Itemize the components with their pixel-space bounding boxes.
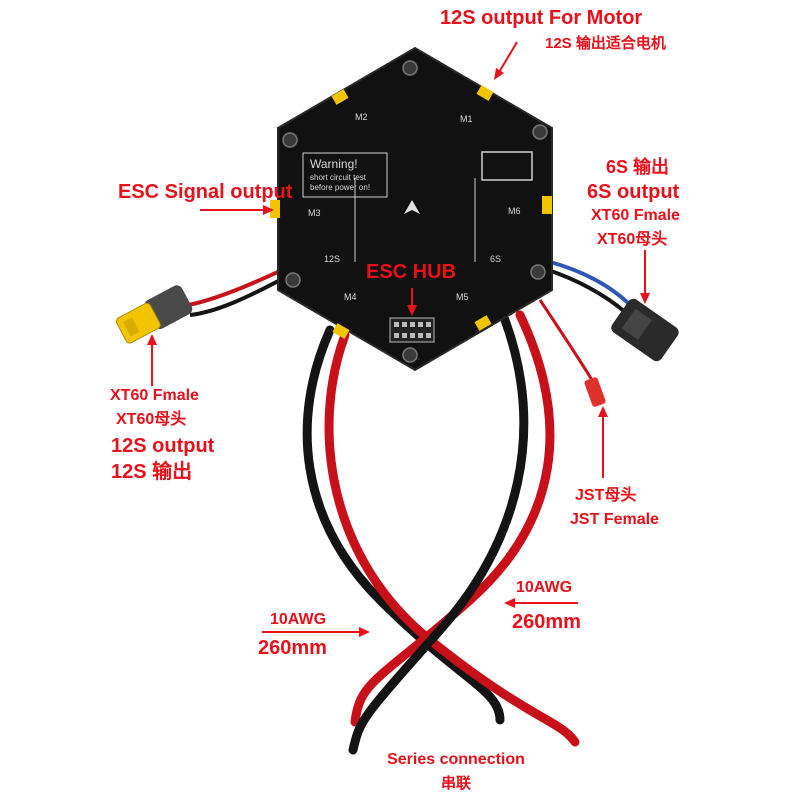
signal-header: [389, 317, 435, 343]
motor-label-m4: M4: [344, 292, 357, 302]
warning-line-1: short circuit test: [310, 173, 367, 182]
board-silkscreen: Warning! short circuit test before power…: [302, 112, 533, 302]
direction-arrow-icon: [404, 200, 420, 214]
six-s-xt60-label-cn: XT60母头: [597, 231, 668, 248]
left-12s-output-label: 12S output: [111, 435, 215, 457]
voltage-label-12s: 12S: [324, 254, 340, 264]
motor-label-m2: M2: [355, 112, 368, 122]
right-wire-gauge-label: 10AWG: [516, 579, 573, 596]
mounting-holes: [282, 60, 548, 363]
left-xt60-lead: [115, 268, 285, 344]
label-box: [481, 151, 533, 181]
black-wire-left: [302, 325, 505, 725]
jst-female-label-cn: JST母头: [575, 487, 637, 504]
series-connection-label-cn: 串联: [440, 775, 472, 792]
jst-lead: [538, 299, 606, 407]
left-12s-output-label-cn: 12S 输出: [111, 461, 193, 483]
right-6s-lead: [547, 260, 679, 362]
six-s-output-label: 6S output: [587, 181, 680, 203]
main-wires: [302, 310, 580, 755]
six-s-xt60-label: XT60 Fmale: [591, 207, 680, 224]
jst-connector: [584, 377, 606, 407]
red-wire-right: [350, 310, 555, 727]
red-wire-left: [324, 330, 580, 747]
six-s-output-label-cn: 6S 输出: [606, 157, 670, 177]
jst-female-label: JST Female: [570, 511, 659, 528]
motor-label-m6: M6: [508, 206, 521, 216]
left-xt60-label: XT60 Fmale: [110, 387, 199, 404]
motor-output-label-cn: 12S 输出适合电机: [545, 35, 666, 52]
series-connection-label: Series connection: [387, 751, 525, 768]
warning-title: Warning!: [310, 157, 358, 171]
right-wire-length-label: 260mm: [512, 611, 581, 633]
left-wire-length-label: 260mm: [258, 637, 327, 659]
esc-signal-output-label: ESC Signal output: [118, 181, 293, 203]
left-xt60-label-cn: XT60母头: [116, 411, 187, 428]
warning-line-2: before power on!: [310, 183, 370, 192]
xt60-connector-left: [115, 285, 193, 344]
left-wire-gauge-label: 10AWG: [270, 611, 327, 628]
motor-label-m1: M1: [460, 114, 473, 124]
voltage-label-6s: 6S: [490, 254, 501, 264]
callout-arrows: [147, 41, 650, 637]
motor-label-m3: M3: [308, 208, 321, 218]
xt60-connector-right: [611, 298, 679, 362]
motor-output-label: 12S output For Motor: [440, 7, 643, 29]
motor-label-m5: M5: [456, 292, 469, 302]
esc-hub-label: ESC HUB: [366, 261, 457, 283]
warning-box: [302, 152, 388, 198]
black-wire-right: [348, 315, 529, 755]
motor-connectors: [270, 85, 552, 339]
